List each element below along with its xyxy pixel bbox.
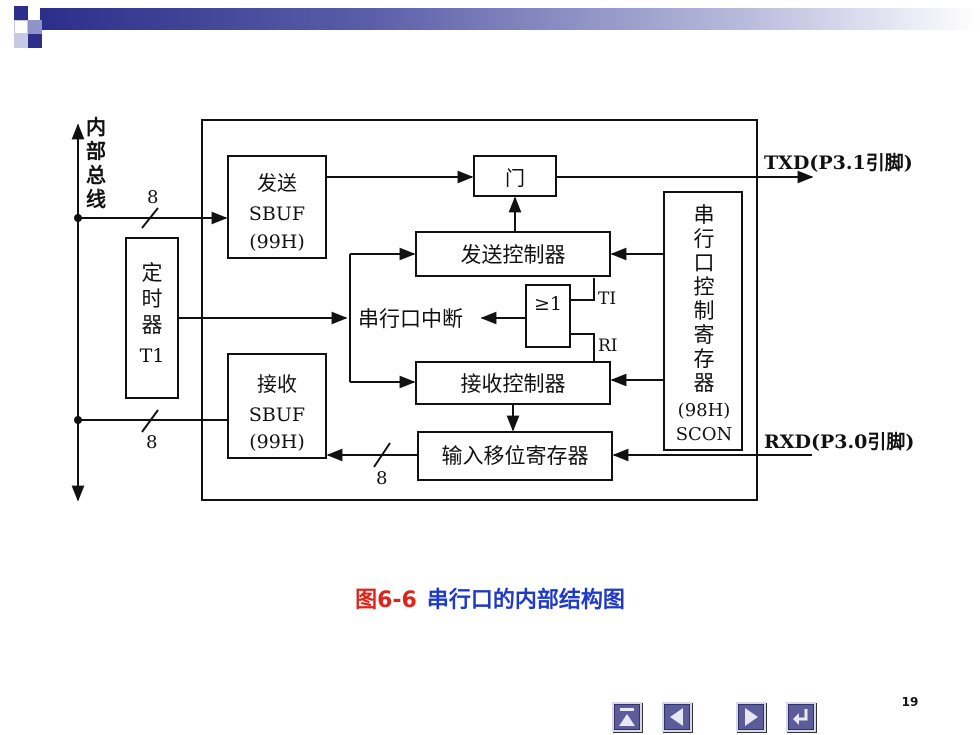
page-number: 19 [901,695,919,709]
scon-box [663,191,743,451]
ti-signal [570,278,595,301]
timer-char-1: 定 [142,261,163,285]
scon-char-6: 寄 [694,323,715,347]
recv-controller-label: 接收控制器 [461,372,566,396]
figure-title: 串行口的内部结构图 [426,588,625,613]
send-sbuf-box [227,155,327,259]
or-gate-label: ≥1 [534,293,562,315]
nav-next-button[interactable] [736,702,766,732]
header-square-1 [14,6,28,20]
timer-char-3: 器 [142,313,163,337]
ti-label: TI [598,289,616,309]
scon-char-3: 口 [694,251,715,275]
header-square-2 [28,20,42,34]
interrupt-label: 串行口中断 [358,307,463,331]
scon-address: (98H) [678,400,731,421]
gate-box [473,155,557,197]
send-controller-box [415,231,611,277]
return-icon [793,709,808,725]
or-gate-box [525,284,571,348]
shift-register-box [417,431,613,481]
next-icon [745,708,758,726]
header-square-4 [28,34,42,48]
bus-width-slash-top [141,207,159,229]
txd-label: TXD(P3.1引脚) [764,152,913,174]
recv-sbuf-line2: SBUF [249,404,305,426]
timer-char-2: 时 [142,287,163,311]
timer-box [125,237,179,399]
figure-number: 图6-6 [355,588,417,613]
nav-previous-button[interactable] [662,702,692,732]
scon-char-7: 存 [694,347,715,371]
internal-bus-label-4: 线 [86,187,106,211]
recv-sbuf-line3: (99H) [249,431,305,453]
scon-char-4: 控 [694,275,715,299]
internal-bus-label-2: 部 [86,139,106,163]
scon-char-1: 串 [694,203,715,227]
recv-controller-box [415,361,611,405]
serial-port-diagram: 内 部 总 线 8 8 发送 SBUF (99H) 门 TXD(P3.1引脚) … [71,115,914,502]
previous-icon [670,708,683,726]
gate-label: 门 [505,166,525,190]
recv-sbuf-line1: 接收 [257,372,297,396]
nav-home-button[interactable] [612,702,642,732]
chip-boundary [201,119,758,501]
rxd-label: RXD(P3.0引脚) [764,431,914,453]
bus-width-top: 8 [147,187,158,208]
bus-width-bottom: 8 [146,432,157,453]
ri-signal [570,333,595,362]
scon-char-5: 制 [694,299,715,323]
recv-sbuf-box [227,353,327,459]
scon-char-2: 行 [694,227,715,251]
nav-return-button[interactable] [786,702,816,732]
header-square-5 [14,34,28,48]
scon-char-8: 器 [694,371,715,395]
home-icon [619,708,635,726]
shift-width: 8 [376,468,387,489]
send-sbuf-line1: 发送 [257,171,297,195]
shift-width-slash [373,442,391,468]
figure-caption: 图6-6 串行口的内部结构图 [0,582,980,614]
bus-width-slash-bottom [141,409,159,433]
ri-label: RI [598,336,618,356]
timer-name: T1 [140,345,165,367]
shift-register-label: 输入移位寄存器 [442,444,589,468]
scon-name: SCON [676,424,733,445]
header-square-3 [14,20,28,34]
send-sbuf-line2: SBUF [249,203,305,225]
internal-bus-label-3: 总 [86,163,106,187]
internal-bus-label-1: 内 [86,115,106,139]
header-gradient-bar [40,8,980,30]
send-controller-label: 发送控制器 [461,243,566,267]
send-sbuf-line3: (99H) [249,231,305,253]
